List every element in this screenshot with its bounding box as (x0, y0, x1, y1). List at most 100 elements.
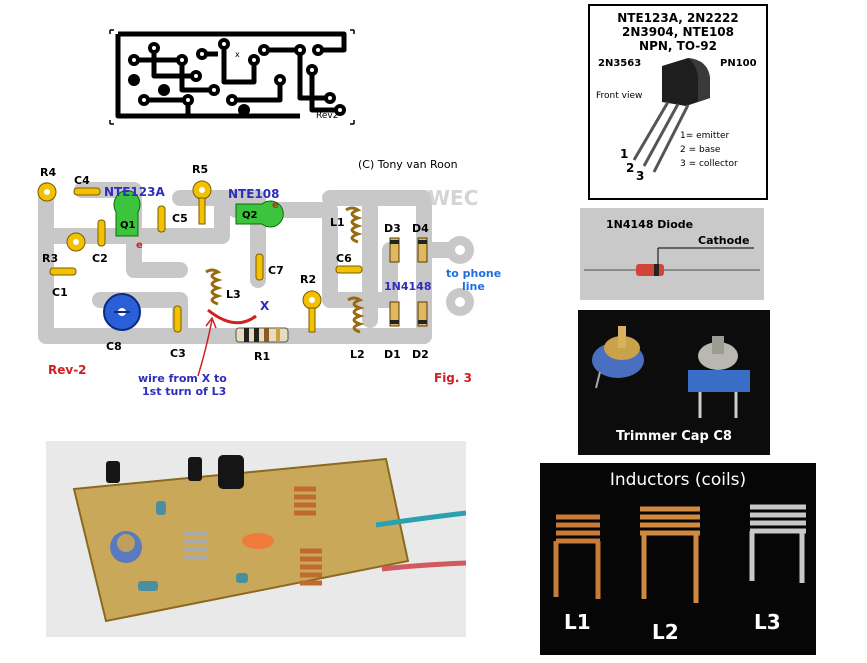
label-1n4148: 1N4148 (384, 280, 431, 293)
diode-photo: 1N4148 Diode Cathode (580, 208, 764, 300)
trimmer-caption: Trimmer Cap C8 (616, 429, 732, 444)
copyright-text: (C) Tony van Roon (358, 158, 458, 171)
card-line1: NTE123A, 2N2222 (617, 11, 739, 25)
x-mark: X (260, 299, 270, 313)
diode-title: 1N4148 Diode (606, 218, 693, 231)
wec-watermark: WEC (428, 186, 478, 210)
card-left-type: 2N3563 (598, 58, 641, 69)
trimmer-right (688, 336, 750, 418)
wire-note-line2: 1st turn of L3 (142, 385, 226, 398)
jumper-wire (207, 308, 257, 325)
resistor-r2: R2 (300, 273, 322, 333)
card-pin1: 1= emitter (680, 131, 730, 141)
board-silver-coil (184, 531, 208, 559)
label-l3: L3 (226, 288, 241, 301)
coil-photo-l1 (553, 514, 601, 599)
coil-l2: L2 (347, 296, 365, 361)
label-r3: R3 (42, 252, 58, 265)
pcb-rev-label: Rev2 (316, 111, 338, 121)
transistor-q2: Q2 e NTE108 (228, 187, 284, 228)
label-nte123a: NTE123A (104, 185, 165, 199)
wire-note-line1: wire from X to (138, 372, 227, 385)
label-c3: C3 (170, 347, 186, 360)
board-coils (294, 486, 322, 586)
capacitor-c7 (255, 253, 264, 281)
resistor-r4: R4 (37, 166, 57, 202)
card-line2: 2N3904, NTE108 (622, 25, 734, 39)
inductor-l2-label: L2 (652, 620, 679, 644)
label-d1: D1 (384, 348, 401, 361)
pcb-artwork: x Rev2 (109, 29, 355, 125)
diode-cathode: Cathode (698, 234, 749, 247)
capacitor-c1 (49, 267, 77, 276)
pcb-x-mark: x (235, 50, 240, 59)
label-c8: C8 (106, 340, 122, 353)
label-q1: Q1 (120, 220, 136, 231)
label-nte108: NTE108 (228, 187, 279, 201)
to-phone-text: to phone (446, 267, 501, 280)
label-d4: D4 (412, 222, 429, 235)
fig-label: Fig. 3 (434, 371, 472, 385)
label-c6: C6 (336, 252, 352, 265)
card-line3: NPN, TO-92 (639, 39, 717, 53)
board-trimmer (110, 531, 142, 563)
board-wire-blue (375, 510, 467, 528)
label-r2: R2 (300, 273, 316, 286)
label-c2: C2 (92, 252, 108, 265)
board-small-caps (138, 501, 248, 591)
to92-transistor-drawing (632, 58, 710, 173)
trimmer-left (592, 326, 644, 389)
wire-note-arrow (197, 319, 213, 377)
card-pin3: 3 = collector (680, 159, 738, 169)
card-n3: 3 (636, 169, 644, 183)
label-e1: e (136, 240, 143, 251)
inductor-l3-label: L3 (754, 610, 781, 634)
to-phone-line-text: line (462, 280, 485, 293)
diode-body (636, 264, 664, 276)
coil-l1: L1 (330, 206, 363, 244)
assembled-board-photo (46, 441, 467, 637)
label-d3: D3 (384, 222, 401, 235)
diode-d1 (389, 301, 400, 327)
board-orange-cap (242, 533, 274, 549)
label-r1: R1 (254, 350, 270, 363)
label-r4: R4 (40, 166, 56, 179)
capacitor-c4 (73, 187, 101, 196)
label-l1: L1 (330, 216, 345, 229)
trimmer-cap-photo: Trimmer Cap C8 (578, 310, 770, 455)
pcb-board (72, 457, 410, 623)
label-l2: L2 (350, 348, 365, 361)
card-right-type: PN100 (720, 58, 757, 69)
capacitor-c2 (97, 219, 106, 247)
board-transistors (106, 455, 244, 489)
inductors-title: Inductors (coils) (610, 470, 746, 490)
card-n2: 2 (626, 161, 634, 175)
coil-photo-l3 (749, 504, 806, 583)
capacitor-c6 (335, 265, 363, 274)
card-front-view: Front view (596, 91, 642, 101)
label-c7: C7 (268, 264, 284, 277)
rev-label: Rev-2 (48, 363, 87, 377)
card-pin2: 2 = base (680, 145, 721, 155)
diode-d2 (417, 301, 428, 327)
transistor-pinout-card: NTE123A, 2N2222 2N3904, NTE108 NPN, TO-9… (588, 4, 768, 200)
inductors-photo: Inductors (coils) L1 L2 L3 (540, 463, 816, 655)
label-r5: R5 (192, 163, 208, 176)
resistor-r5: R5 (192, 163, 212, 225)
card-n1: 1 (620, 147, 628, 161)
resistor-r1: R1 (235, 327, 289, 363)
coil-l3: L3 (205, 268, 241, 306)
label-c1: C1 (52, 286, 68, 299)
label-c4: C4 (74, 174, 90, 187)
label-d2: D2 (412, 348, 429, 361)
trimmer-capacitor-c8: C8 (103, 293, 141, 353)
resistor-r3: R3 (42, 232, 86, 265)
capacitor-c5 (157, 205, 166, 233)
component-layout-diagram: (C) Tony van Roon WEC R4 R3 R5 R2 R1 (37, 158, 501, 398)
transistor-q1: Q1 e NTE123A (104, 185, 165, 251)
label-c5: C5 (172, 212, 188, 225)
inductor-l1-label: L1 (564, 610, 591, 634)
coil-photo-l2 (640, 506, 700, 603)
diode-d3 (389, 237, 400, 263)
board-wire-red (381, 560, 467, 572)
